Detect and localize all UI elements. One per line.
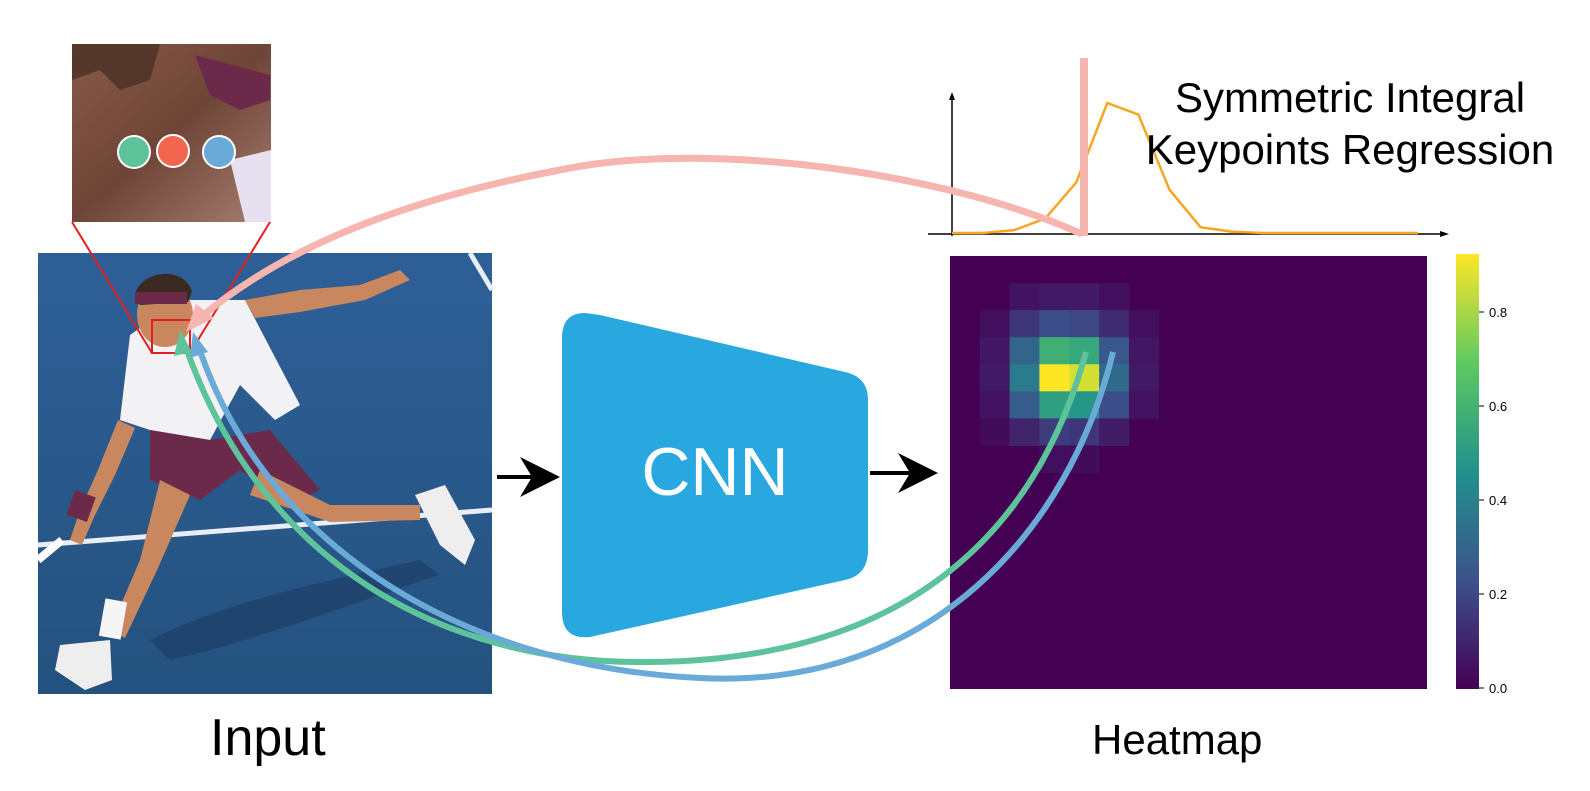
heatmap-cell [1099,283,1130,311]
heatmap-cell [979,310,1011,338]
zoom-indicator [71,221,271,354]
heatmap-cell [1009,364,1040,392]
heatmap-cell [1009,418,1040,446]
colorbar-tick-label: 0.8 [1489,305,1507,320]
keypoint-dot-red [156,134,190,168]
heatmap-label: Heatmap [1092,716,1263,763]
heatmap-cell [1128,337,1160,365]
keypoint-dot-green [117,135,151,169]
cnn-label: CNN [641,434,788,510]
heatmap-cell [1099,310,1130,338]
cnn-block: CNN [562,313,868,638]
figure-title-line-1: Symmetric Integral [1174,74,1526,121]
heatmap [950,256,1427,689]
heatmap-cell [979,337,1011,365]
heatmap-cell [1069,310,1100,338]
zoomed-patch [72,44,271,222]
heatmap-cell [979,418,1011,446]
heatmap-cell [1009,337,1040,365]
input-label: Input [210,709,326,767]
heatmap-cell [1009,283,1040,311]
pink-regression-arrow [186,154,1084,332]
heatmap-cell [1128,391,1160,419]
heatmap-cell [1099,337,1130,365]
green-keypoint-arrow [174,330,1089,666]
heatmap-cell [1039,283,1070,311]
heatmap-cell [1128,364,1160,392]
colorbar-tick-label: 0.0 [1489,681,1507,696]
blue-keypoint-arrow [190,332,1116,682]
heatmap-cell [1009,310,1040,338]
distribution-plot [928,58,1449,237]
heatmap-cell [1039,337,1070,365]
colorbar-tick-label: 0.4 [1489,493,1507,508]
figure-title: Symmetric Integral Keypoints Regression [1130,72,1570,176]
heatmap-cell [1099,391,1130,419]
heatmap-cell [1039,364,1070,392]
keypoint-dot-blue [202,135,236,169]
heatmap-cell [1099,418,1130,446]
heatmap-cell [1039,310,1070,338]
colorbar-tick-label: 0.6 [1489,399,1507,414]
heatmap-cell [1009,391,1040,419]
heatmap-cell [979,364,1011,392]
heatmap-cell [1069,283,1100,311]
distribution-curve [952,101,1418,235]
heatmap-cell [979,391,1011,419]
figure-title-line-2: Keypoints Regression [1145,126,1555,173]
colorbar: 0.0 0.2 0.4 0.6 0.8 [1456,254,1507,696]
colorbar-tick-label: 0.2 [1489,587,1507,602]
heatmap-cell [1128,310,1160,338]
